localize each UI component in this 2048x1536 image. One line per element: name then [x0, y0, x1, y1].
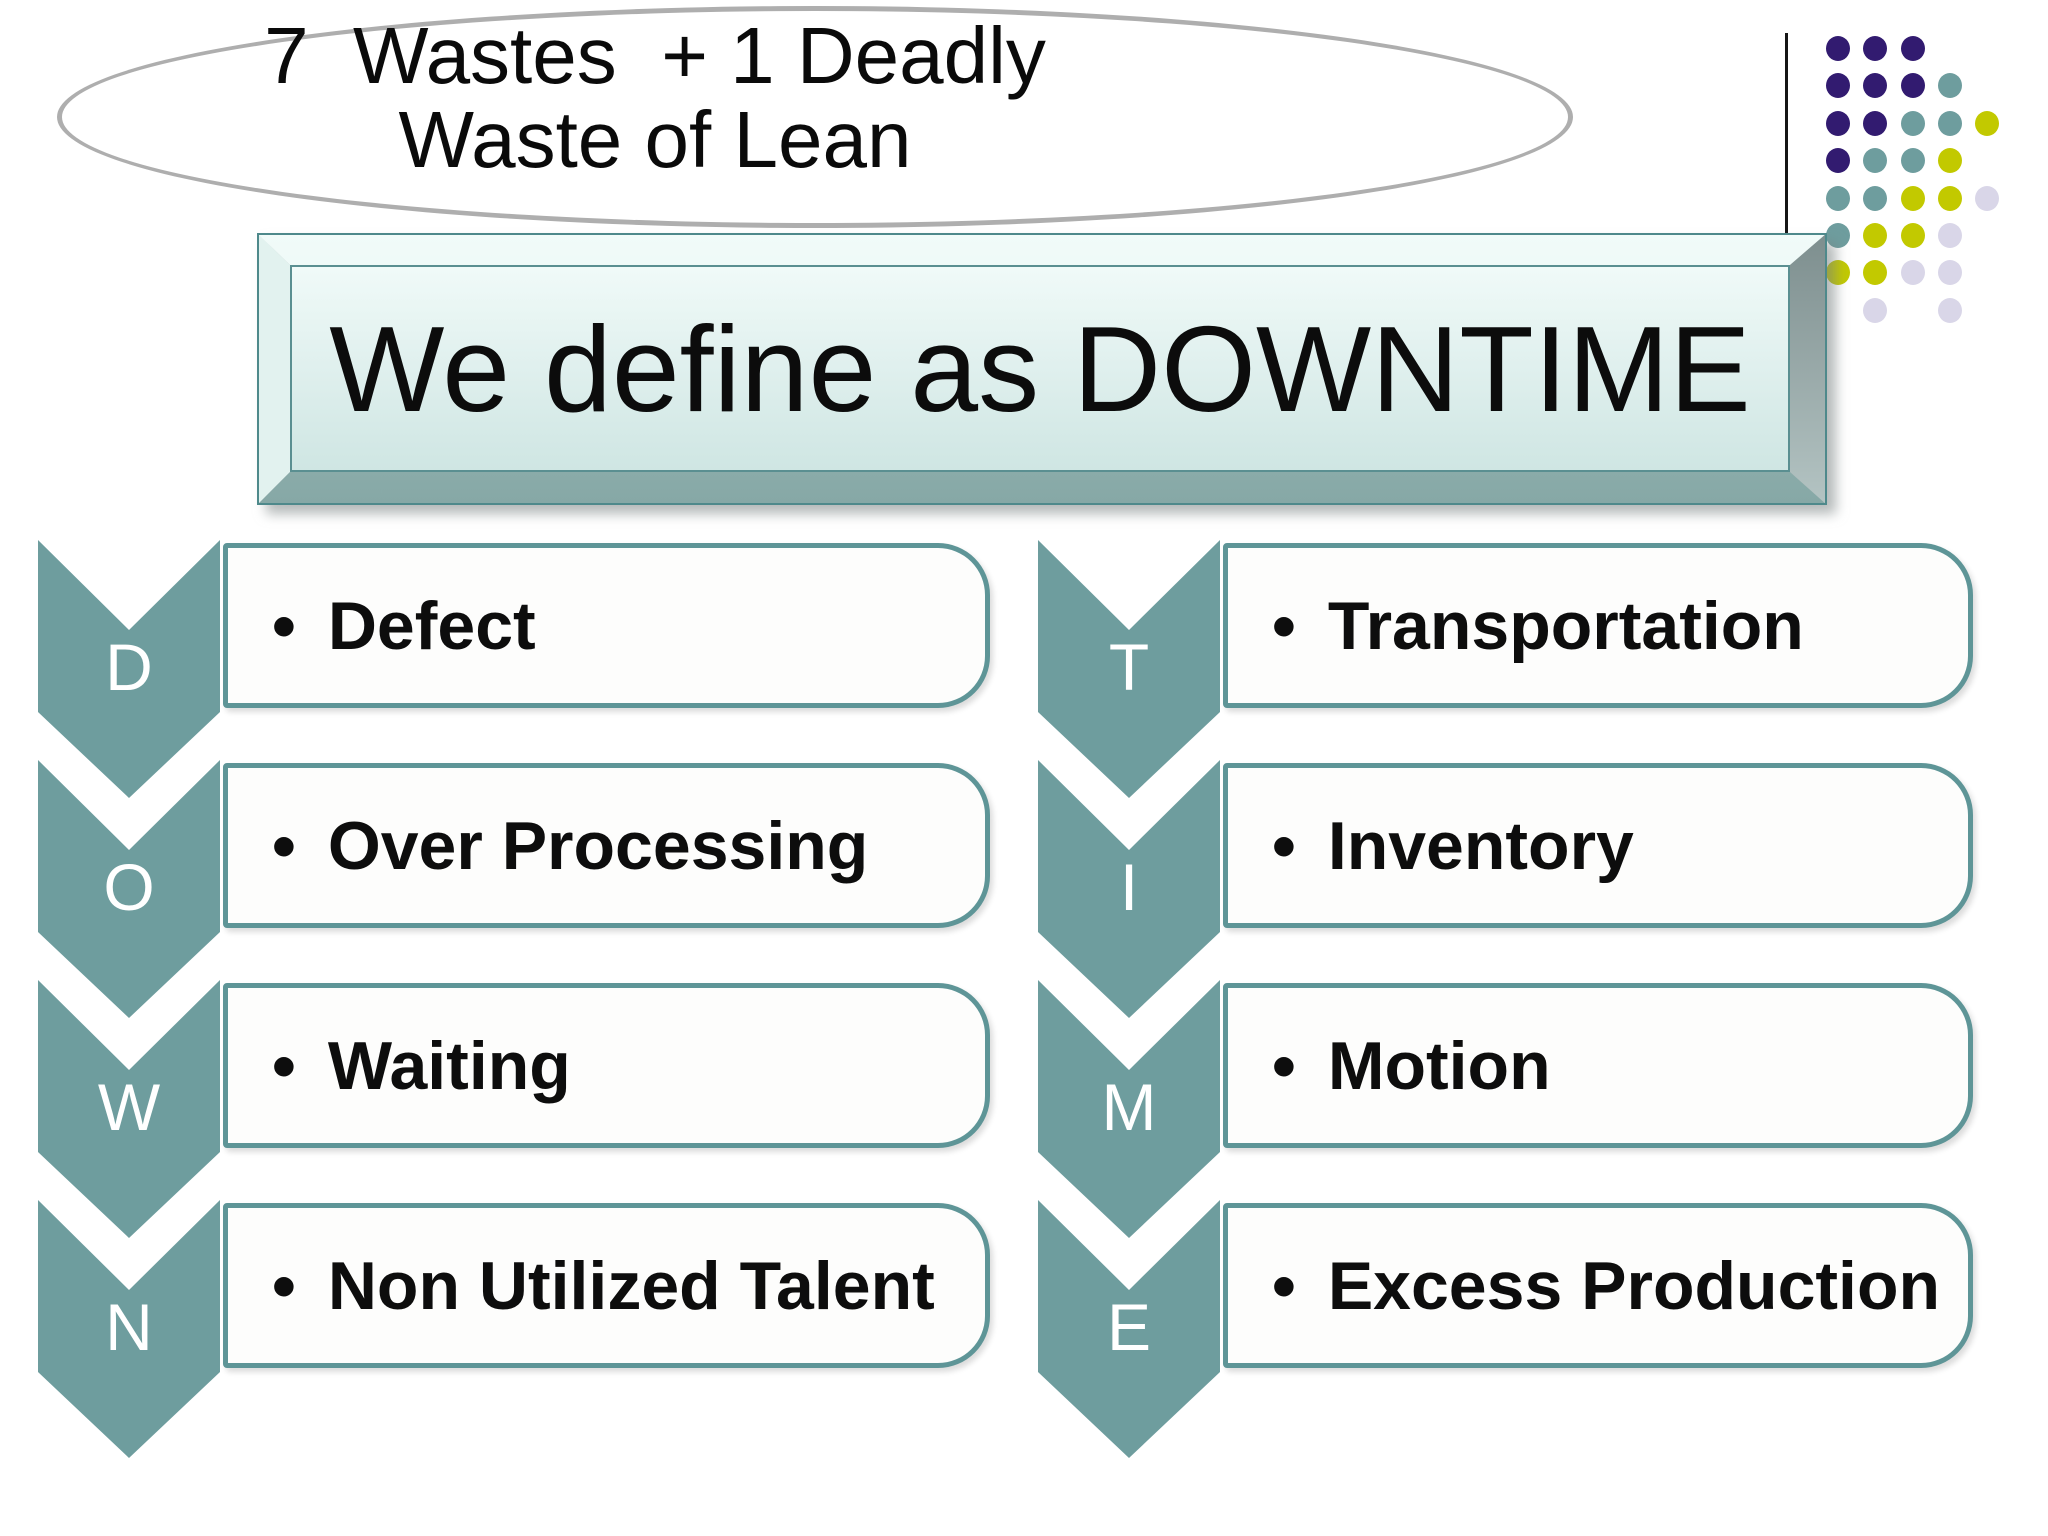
waste-box-non-utilized-talent: • Non Utilized Talent: [223, 1203, 990, 1368]
chevron-letter-E: E: [1106, 1290, 1152, 1364]
downtime-banner: We define as DOWNTIME: [257, 233, 1827, 505]
decor-dot-purple: [1900, 73, 1925, 99]
decor-dot-teal: [1937, 73, 1962, 99]
chevron-letter-D: D: [105, 630, 153, 704]
decor-dot-yellow: [1937, 148, 1962, 174]
waste-box-inventory: • Inventory: [1223, 763, 1973, 928]
decor-dot-lavender: [1900, 260, 1925, 286]
chevron-T: T: [1038, 540, 1220, 798]
bullet-icon: •: [272, 1247, 296, 1324]
banner-bevel-bottom: [257, 472, 1827, 505]
chevron-E: E: [1038, 1200, 1220, 1458]
banner-text: We define as DOWNTIME: [329, 300, 1751, 437]
decor-dot-purple: [1826, 73, 1850, 99]
banner-outline: [257, 233, 1827, 505]
decor-dot-lavender: [1937, 223, 1962, 248]
bullet-icon: •: [272, 807, 296, 884]
decor-dot-yellow: [1826, 260, 1850, 286]
chevron-N: N: [38, 1200, 220, 1458]
decor-dot-purple: [1826, 148, 1850, 174]
decor-dot-yellow: [1900, 223, 1925, 248]
waste-label-non-utilized-talent: Non Utilized Talent: [327, 1247, 935, 1324]
decor-dot-lavender: [1937, 260, 1962, 286]
chevron-letter-I: I: [1119, 850, 1139, 924]
decor-dot-teal: [1900, 110, 1925, 136]
chevron-letter-M: M: [1101, 1070, 1157, 1144]
chevron-letter-N: N: [105, 1290, 153, 1364]
decor-dot-purple: [1826, 36, 1850, 61]
waste-box-motion: • Motion: [1223, 983, 1973, 1148]
decor-dot-purple: [1863, 73, 1888, 99]
banner-bevel-left: [257, 233, 290, 505]
bullet-icon: •: [272, 1027, 296, 1104]
decor-dot-yellow: [1863, 223, 1888, 248]
bullet-icon: •: [1272, 587, 1296, 664]
bullet-icon: •: [1272, 807, 1296, 884]
waste-label-defect: Defect: [327, 587, 536, 664]
title-ellipse: [57, 6, 1573, 228]
banner-bevel-right: [1790, 233, 1827, 505]
waste-box-waiting: • Waiting: [223, 983, 990, 1148]
decor-dot-teal: [1863, 148, 1888, 174]
bullet-icon: •: [1272, 1027, 1296, 1104]
decor-dot-purple: [1863, 110, 1888, 136]
waste-label-over-processing: Over Processing: [327, 807, 869, 884]
decor-dot-teal: [1826, 223, 1850, 248]
chevron-O: O: [38, 760, 220, 1018]
chevron-M: M: [1038, 980, 1220, 1238]
decor-dot-yellow: [1937, 185, 1962, 211]
waste-box-transportation: • Transportation: [1223, 543, 1973, 708]
chevron-D: D: [38, 540, 220, 798]
decor-vertical-line: [1785, 33, 1788, 233]
waste-label-motion: Motion: [1327, 1027, 1551, 1104]
bullet-icon: •: [272, 587, 296, 664]
decor-dot-lavender: [1863, 297, 1888, 323]
decor-dot-grid: [1826, 36, 2048, 348]
chevron-W: W: [38, 980, 220, 1238]
slide-title: 7 Wastes + 1 Deadly Waste of Lean: [264, 11, 1046, 184]
chevron-letter-T: T: [1108, 630, 1150, 704]
decor-dot-purple: [1900, 36, 1925, 61]
decor-dot-teal: [1826, 185, 1850, 211]
decor-dot-lavender: [1937, 297, 1962, 323]
waste-label-waiting: Waiting: [327, 1027, 571, 1104]
decor-dot-yellow: [1863, 260, 1888, 286]
chevron-letter-W: W: [97, 1070, 161, 1144]
decor-dot-yellow: [1900, 185, 1925, 211]
waste-label-inventory: Inventory: [1327, 807, 1634, 884]
waste-label-excess-production: Excess Production: [1327, 1247, 1941, 1324]
decor-dot-teal: [1937, 110, 1962, 136]
chevron-letter-O: O: [103, 850, 155, 924]
decor-dot-purple: [1863, 36, 1888, 61]
decor-dot-teal: [1863, 185, 1888, 211]
waste-box-over-processing: • Over Processing: [223, 763, 990, 928]
banner-panel: We define as DOWNTIME: [290, 265, 1790, 472]
chevron-I: I: [1038, 760, 1220, 1018]
waste-label-transportation: Transportation: [1327, 587, 1804, 664]
decor-dot-lavender: [1975, 185, 2000, 211]
bullet-icon: •: [1272, 1247, 1296, 1324]
waste-box-defect: • Defect: [223, 543, 990, 708]
banner-bevel-top: [257, 233, 1827, 265]
decor-dot-purple: [1826, 110, 1850, 136]
decor-dot-yellow: [1975, 110, 2000, 136]
decor-dot-teal: [1900, 148, 1925, 174]
waste-box-excess-production: • Excess Production: [1223, 1203, 1973, 1368]
